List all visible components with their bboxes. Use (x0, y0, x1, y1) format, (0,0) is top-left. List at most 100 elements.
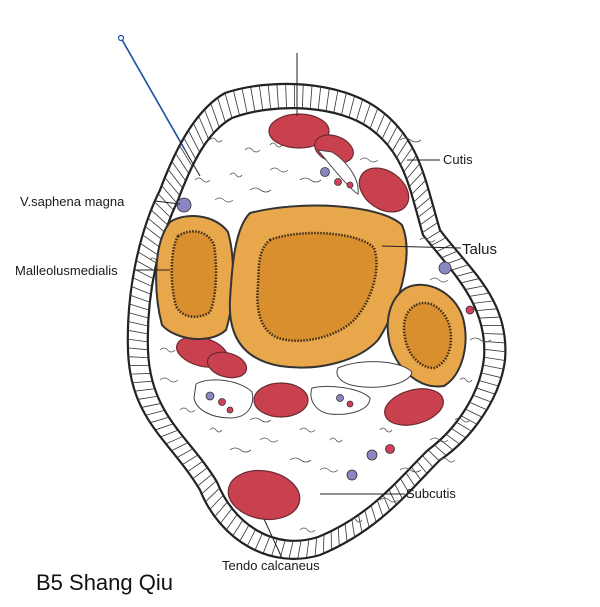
cutis-hatch-line (400, 147, 413, 165)
cutis-hatch-line (297, 540, 302, 559)
cutis-hatch-line (363, 103, 371, 125)
cutis-hatch-line (301, 84, 304, 109)
subcutis-fiber (439, 457, 456, 463)
subcutis-fiber (419, 237, 436, 243)
cutis-hatch-line (193, 122, 205, 146)
cutis-hatch-line (128, 321, 149, 327)
cutis-hatch-line (182, 454, 199, 465)
subcutis-fiber (269, 167, 289, 173)
cutis-hatch-line (179, 145, 193, 167)
cutis-hatch-line (198, 115, 209, 140)
cutis-hatch-line (210, 103, 220, 128)
cutis-hatch-line (288, 540, 294, 559)
cutis-hatch-line (176, 448, 194, 458)
cutis-hatch-line (171, 161, 186, 182)
subcutis-fiber (379, 497, 399, 503)
cutis-hatch-line (145, 410, 165, 416)
cutis-hatch-line (382, 494, 391, 511)
cutis-hatch-line (411, 179, 426, 195)
subcutis-fiber (349, 517, 363, 523)
cutis-hatch-line (465, 285, 485, 290)
cutis-hatch-line (147, 217, 166, 233)
cutis-hatch-line (406, 163, 421, 180)
cutis-hatch-line (364, 510, 370, 528)
vessel-sural-a (385, 444, 395, 454)
vessel-sural-v (366, 449, 378, 461)
subcutis-fiber (229, 172, 243, 178)
cutis-hatch-line (131, 286, 151, 295)
cutis-hatch-line (232, 519, 244, 537)
label-cutis: Cutis (443, 152, 473, 167)
cutis-hatch-line (130, 294, 150, 303)
cutis-hatch-line (306, 539, 310, 559)
leader-lines (135, 159, 462, 559)
cutis-hatch-line (370, 505, 377, 523)
cutis-hatch-line (209, 494, 224, 510)
cutis-hatch-line (419, 213, 436, 226)
cutis-hatch-line (165, 436, 184, 445)
cutis-hatch-line (446, 257, 463, 265)
cutis-hatch-line (171, 442, 189, 452)
cutis-hatch-line (369, 108, 379, 129)
cutis-hatch-line (405, 472, 416, 487)
vessels (176, 167, 475, 481)
cutis-hatch-line (183, 137, 197, 160)
cutis-hatch-line (142, 234, 161, 248)
cutis-hatch-line (440, 439, 454, 451)
vessel-tibial-v (205, 391, 215, 401)
subcutis-fiber (399, 137, 422, 143)
cutis-hatch-line (473, 300, 494, 304)
cutis-hatch-line (254, 533, 263, 551)
subcutis-fiber (319, 467, 339, 473)
vessel-lateral-a (465, 305, 475, 315)
vessel-tibial-a2 (226, 406, 234, 414)
cutis-hatch-line (416, 460, 428, 474)
cutis-hatch-line (484, 348, 506, 353)
cutis-hatch-line (226, 514, 238, 531)
subcutis-fiber (454, 417, 471, 423)
subcutis-fiber (229, 447, 252, 453)
cutis-hatch-line (351, 519, 355, 538)
cutis-hatch-line (413, 188, 429, 203)
cutis-hatch-line (482, 333, 505, 335)
cutis-hatch-line (376, 500, 384, 517)
cutis-hatch-line (317, 86, 322, 110)
cutis-hatch-line (391, 132, 404, 152)
subcutis-fiber (159, 377, 179, 383)
cutis-hatch-line (134, 388, 155, 392)
cutis-hatch-line (130, 373, 151, 375)
cutis-hatch-line (348, 95, 355, 118)
cutis-hatch-line (451, 264, 469, 271)
leader-tendo (263, 518, 283, 559)
subcutis-fiber (159, 347, 176, 353)
cutis-hatch-line (431, 237, 447, 246)
subcutis-fiber (249, 187, 272, 193)
muscle-posterior-1 (253, 382, 309, 418)
cutis-hatch-line (451, 427, 466, 439)
subcutis-fiber (194, 177, 211, 183)
muscle-peroneal (384, 388, 444, 426)
cutis-hatch-line (271, 538, 278, 557)
cutis-hatch-line (460, 278, 480, 284)
cutis-hatch-line (145, 226, 163, 241)
cutis-hatch-line (309, 85, 313, 110)
cutis-hatch-line (141, 403, 162, 408)
vessel-posterior-a (346, 400, 354, 408)
cutis-hatch-line (388, 489, 397, 506)
subcutis-fiber (249, 417, 272, 423)
figure-caption: B5 Shang Qiu (36, 570, 173, 595)
cutis-hatch-line (233, 90, 240, 116)
cutis-hatch-line (456, 421, 472, 432)
vessel-small-v (346, 469, 358, 481)
cutis-hatch-line (214, 501, 228, 517)
cutis-hatch-line (134, 268, 154, 279)
cutis-hatch-line (441, 250, 458, 259)
label-malleolus-medialis: Malleolusmedialis (15, 263, 118, 278)
subcutis-fiber (359, 157, 379, 163)
cutis-hatch-line (161, 185, 177, 204)
subcutis-fiber (329, 437, 343, 443)
vessel-anterior-v (320, 167, 330, 177)
cutis-hatch-line (246, 529, 256, 547)
cutis-hatch-line (127, 329, 148, 335)
cutis-hatch-line (220, 508, 233, 524)
